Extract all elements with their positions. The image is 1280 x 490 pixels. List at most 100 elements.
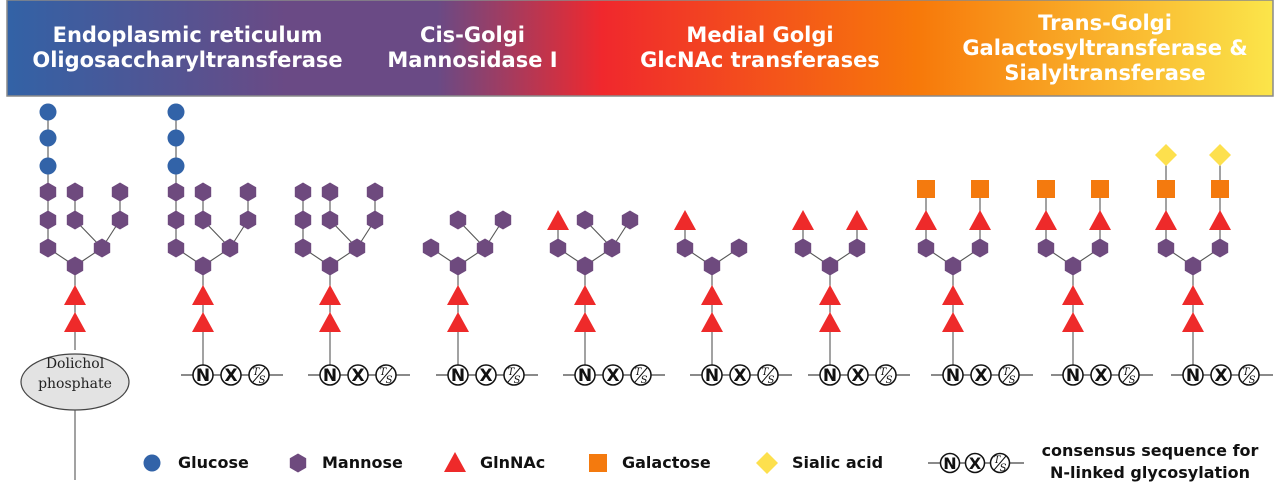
- mannose-hexagon: [730, 238, 748, 258]
- residue-circle: [819, 364, 841, 386]
- mannose-hexagon: [676, 238, 694, 258]
- mannose-hexagon: [422, 238, 440, 258]
- glcnac-triangle: [447, 285, 469, 305]
- glcnac-triangle: [819, 285, 841, 305]
- residue-x: X: [1214, 366, 1227, 386]
- mannose-hexagon: [194, 256, 212, 276]
- sialic-acid-diamond: [756, 452, 778, 474]
- galactose-square: [589, 454, 607, 472]
- mannose-hexagon: [1064, 256, 1082, 276]
- residue-x: X: [606, 366, 619, 386]
- glcnac-triangle: [444, 452, 466, 472]
- residue-circle: [1210, 364, 1232, 386]
- mannose-hexagon: [294, 182, 312, 202]
- residue-x: X: [479, 366, 492, 386]
- residue-circle: [475, 364, 497, 386]
- header-trans-enzyme-1: Galactosyltransferase &: [962, 35, 1248, 60]
- residue-circle: [574, 364, 596, 386]
- header-cis-enzyme: Mannosidase I: [387, 48, 558, 72]
- header-medial-enzyme: GlcNAc transferases: [640, 48, 880, 72]
- residue-circle: [701, 364, 723, 386]
- glcnac-triangle: [792, 210, 814, 230]
- residue-x: X: [224, 366, 237, 386]
- glcnac-triangle: [942, 285, 964, 305]
- mannose-hexagon: [321, 256, 339, 276]
- residue-n: N: [705, 366, 719, 386]
- mannose-hexagon: [111, 210, 129, 230]
- residue-n: N: [1066, 366, 1080, 386]
- dolichol-line1: Dolichol: [45, 356, 105, 372]
- glcnac-triangle: [1062, 312, 1084, 332]
- mannose-hexagon: [239, 210, 257, 230]
- mannose-hexagon: [194, 210, 212, 230]
- glcnac-triangle: [64, 285, 86, 305]
- mannose-hexagon: [703, 256, 721, 276]
- mannose-hexagon: [1157, 238, 1175, 258]
- galactose-square: [1211, 180, 1229, 198]
- glcnac-triangle: [574, 285, 596, 305]
- mannose-hexagon: [167, 182, 185, 202]
- dolichol-phosphate-label: Dolichol phosphate: [20, 354, 130, 394]
- consensus-line1: consensus sequence for: [1041, 441, 1259, 460]
- residue-circle: [942, 364, 964, 386]
- glcnac-triangle: [547, 210, 569, 230]
- mannose-hexagon: [239, 182, 257, 202]
- legend-mannose-label: Mannose: [322, 453, 403, 472]
- residue-circle: [192, 364, 214, 386]
- residue-t: T: [880, 367, 888, 378]
- galactose-square: [971, 180, 989, 198]
- residue-slash: [1242, 367, 1256, 383]
- residue-n: N: [943, 454, 956, 473]
- residue-t: T: [762, 367, 770, 378]
- residue-n: N: [1186, 366, 1200, 386]
- mannose-hexagon: [848, 238, 866, 258]
- header-trans-title: Trans-Golgi: [1038, 10, 1172, 35]
- mannose-hexagon: [821, 256, 839, 276]
- mannose-hexagon: [449, 256, 467, 276]
- residue-circle: [970, 364, 992, 386]
- header-medial-golgi: Medial Golgi GlcNAc transferases: [630, 0, 890, 96]
- header-cis-title: Cis-Golgi: [420, 23, 525, 47]
- residue-x: X: [969, 454, 982, 473]
- mannose-hexagon: [194, 182, 212, 202]
- mannose-hexagon: [321, 210, 339, 230]
- glcnac-triangle: [1182, 285, 1204, 305]
- mannose-hexagon: [1037, 238, 1055, 258]
- residue-s: S: [514, 375, 521, 386]
- glucose-circle: [39, 157, 57, 175]
- sialic-acid-diamond: [1155, 144, 1177, 166]
- glcnac-triangle: [64, 312, 86, 332]
- residue-s: S: [641, 375, 648, 386]
- residue-circle: [939, 452, 961, 474]
- glucose-circle: [167, 103, 185, 121]
- glcnac-triangle: [701, 285, 723, 305]
- residue-s: S: [886, 375, 893, 386]
- mannose-hexagon: [111, 182, 129, 202]
- glcnac-triangle: [1089, 210, 1111, 230]
- glcnac-triangle: [942, 312, 964, 332]
- mannose-hexagon: [576, 256, 594, 276]
- residue-x: X: [351, 366, 364, 386]
- glcnac-triangle: [447, 312, 469, 332]
- residue-t: T: [635, 367, 643, 378]
- legend-glucose-label: Glucose: [178, 453, 249, 472]
- glucose-circle: [39, 103, 57, 121]
- mannose-hexagon: [39, 210, 57, 230]
- consensus-line2: N-linked glycosylation: [1049, 463, 1251, 482]
- glucose-circle: [39, 129, 57, 147]
- residue-x: X: [851, 366, 864, 386]
- residue-circle: [319, 364, 341, 386]
- mannose-hexagon: [167, 210, 185, 230]
- galactose-square: [1037, 180, 1055, 198]
- residue-slash: [252, 367, 266, 383]
- legend-consensus-label: consensus sequence for N-linked glycosyl…: [1040, 440, 1260, 484]
- glucose-circle: [143, 454, 161, 472]
- mannose-hexagon: [1184, 256, 1202, 276]
- glcnac-triangle: [319, 312, 341, 332]
- mannose-hexagon: [289, 453, 307, 473]
